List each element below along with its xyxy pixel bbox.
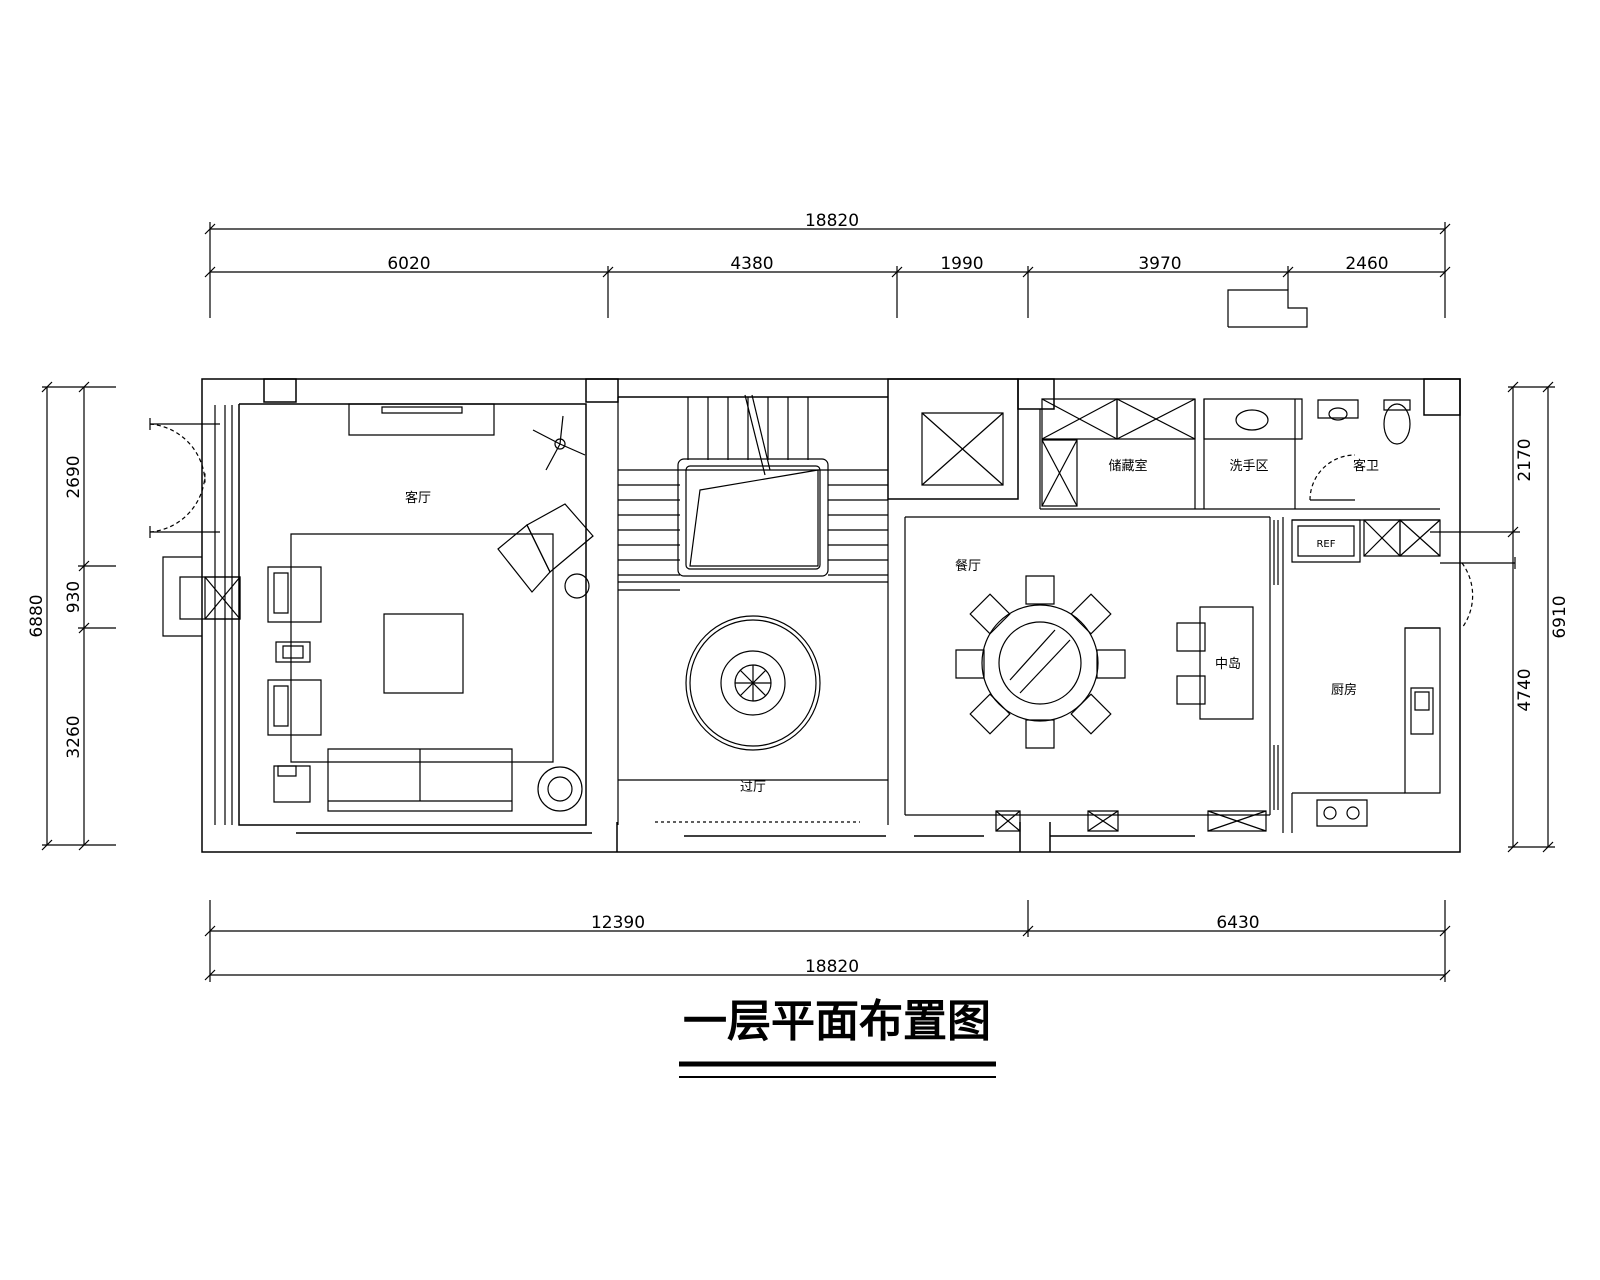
bottom-dimension-lines: [205, 900, 1450, 982]
dining-room-label: 餐厅: [955, 558, 981, 574]
guest-bath-label: 客卫: [1353, 458, 1379, 474]
top-dimension-3: 1990: [940, 254, 983, 274]
laundry-label: 洗手区: [1229, 459, 1268, 474]
left-dimension-lines: [42, 382, 116, 850]
left-dimension-1: 2690: [64, 455, 84, 498]
right-dimension-2: 4740: [1515, 668, 1535, 711]
top-dimension-2: 4380: [730, 254, 773, 274]
top-total-dimension: 18820: [805, 211, 859, 231]
island-label: 中岛: [1215, 656, 1241, 672]
left-dimension-2: 930: [64, 581, 84, 613]
service-rooms: [1040, 399, 1440, 509]
kitchen: [1274, 517, 1515, 833]
right-total-dimension: 6910: [1550, 595, 1570, 638]
top-dimension-1: 6020: [387, 254, 430, 274]
entrance-doors: [150, 405, 240, 825]
top-dimension-lines: [205, 222, 1450, 327]
left-dimension-3: 3260: [64, 715, 84, 758]
stair-hall: [618, 395, 888, 825]
fridge-label: REF: [1316, 539, 1335, 550]
bottom-dimension-1: 12390: [591, 913, 645, 933]
left-total-dimension: 6880: [27, 594, 47, 637]
kitchen-label: 厨房: [1331, 682, 1357, 698]
top-dimension-4: 3970: [1138, 254, 1181, 274]
hall-label: 过厅: [740, 780, 766, 795]
living-room: [268, 404, 593, 811]
elevator: [922, 413, 1003, 485]
dining-room: [905, 517, 1270, 831]
right-dimension-1: 2170: [1515, 438, 1535, 481]
bottom-dimension-2: 6430: [1216, 913, 1259, 933]
drawing-title: 一层平面布置图: [683, 996, 991, 1047]
living-room-label: 客厅: [405, 490, 431, 506]
outer-walls: [202, 379, 1460, 852]
top-dimension-5: 2460: [1345, 254, 1388, 274]
storage-label: 储藏室: [1108, 458, 1147, 474]
right-dimension-lines: [1430, 382, 1555, 852]
bottom-total-dimension: 18820: [805, 957, 859, 977]
